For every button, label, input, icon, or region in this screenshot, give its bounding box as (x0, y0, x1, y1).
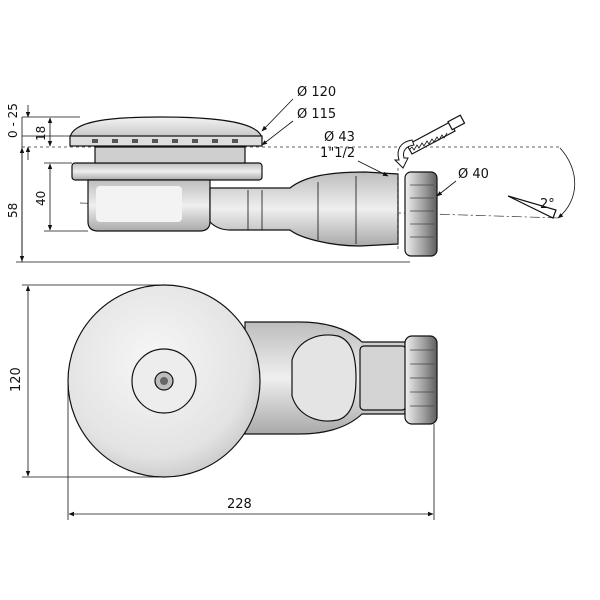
outlet-nut (404, 171, 438, 257)
adjust-range-label: 0 - 25 (6, 103, 20, 138)
grate-diameter-label: Ø 120 (297, 85, 336, 100)
total-height-label: 58 (6, 203, 20, 218)
nut-ribs (410, 184, 434, 238)
top-nut (404, 335, 438, 425)
outlet-diameter-label: Ø 43 (324, 130, 355, 145)
slope-label: 2° (540, 197, 555, 212)
cut-arrow-icon (393, 139, 415, 169)
vertical-dimensions: 0 - 25 18 40 58 (6, 103, 410, 263)
top-outlet-loop (291, 334, 357, 422)
grate-slots (92, 139, 238, 143)
pipe-diameter-label: Ø 40 (458, 167, 489, 182)
body-height-label: 40 (34, 191, 48, 206)
slope-indicator: 2° (507, 147, 576, 219)
top-outlet-collar (359, 345, 407, 411)
top-height-label: 120 (9, 367, 24, 392)
grate-height-label: 18 (34, 126, 48, 141)
trap-inner (96, 186, 182, 222)
support-ring (94, 146, 246, 164)
saw-icon (406, 114, 466, 155)
side-view: Ø 120 Ø 115 Ø 43 1"1/2 Ø 40 2° 0 (6, 85, 576, 263)
thread-size-label: 1"1/2 (320, 146, 355, 161)
top-view: 120 228 (9, 284, 438, 520)
outlet-elbow (209, 171, 399, 247)
top-length-label: 228 (227, 497, 252, 512)
body-diameter-label: Ø 115 (297, 107, 336, 122)
body-flange (71, 162, 263, 181)
grate-dome (69, 116, 263, 139)
